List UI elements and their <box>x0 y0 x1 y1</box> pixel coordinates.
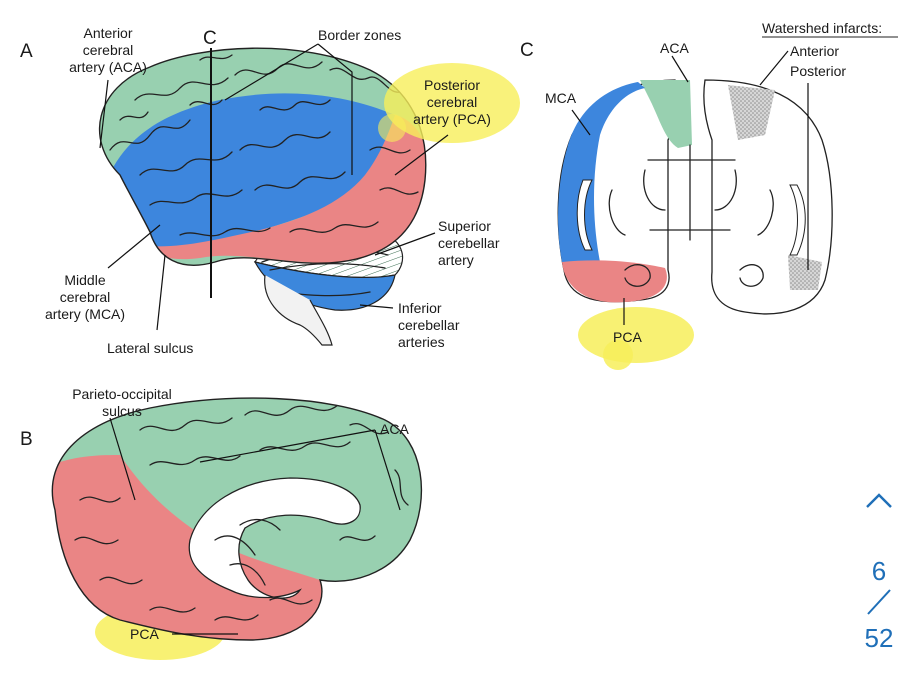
pca-territory-lateral <box>140 115 426 263</box>
panel-c-coronal-section: C ACA MCA PCA Watershed infarcts: Anteri… <box>520 20 898 370</box>
lateral-hemisphere <box>99 48 426 266</box>
medial-hemisphere-outline <box>51 397 423 641</box>
leader-superior-cerebellar <box>374 232 436 256</box>
insular-cortex <box>608 189 774 236</box>
page-number: 6 <box>871 556 887 586</box>
page-separator <box>861 588 897 624</box>
watershed-posterior <box>788 255 822 290</box>
hemisphere-outline <box>98 47 427 266</box>
diencephalon-detail <box>214 518 281 586</box>
deep-structures <box>643 144 737 241</box>
leader-parieto-occipital <box>109 417 136 501</box>
label-aca-coronal: ACA <box>660 40 689 56</box>
label-pca-coronal: PCA <box>613 329 642 345</box>
label-watershed-posterior: Posterior <box>790 63 846 79</box>
sylvian-fissures <box>576 179 806 256</box>
leader-aca-medial <box>199 429 401 511</box>
panel-a-lateral-view: A C Bo <box>20 25 520 356</box>
pca-territory-medial <box>52 455 322 640</box>
panel-a-letter: A <box>20 41 33 62</box>
leader-aca-coronal <box>671 55 689 83</box>
label-lateral-sulcus: Lateral sulcus <box>107 340 193 356</box>
label-pca-medial: PCA <box>130 626 159 642</box>
hippocampi <box>624 264 764 287</box>
label-watershed-anterior: Anterior <box>790 43 839 59</box>
label-aca-medial: ACA <box>380 421 409 437</box>
leader-lateral-sulcus <box>156 254 166 331</box>
leader-mca-coronal <box>571 109 591 136</box>
leader-mca <box>107 224 161 269</box>
brainstem <box>264 274 333 346</box>
pca-territory-coronal <box>562 260 667 303</box>
chevron-up-icon[interactable] <box>861 486 897 517</box>
leader-pca <box>394 134 449 176</box>
pca-label-highlight-dot <box>378 114 406 142</box>
cortical-gyri <box>109 54 419 237</box>
pca-label-highlight <box>384 63 520 143</box>
mca-territory-lateral <box>100 93 410 252</box>
label-mca-coronal: MCA <box>545 90 577 106</box>
page-total: 52 <box>864 623 894 653</box>
section-line-label: C <box>203 28 217 49</box>
panel-c-letter: C <box>520 40 534 61</box>
leader-border-zones <box>224 43 353 175</box>
aca-territory-coronal <box>640 80 692 148</box>
leader-watershed-anterior <box>759 50 789 86</box>
label-watershed-title: Watershed infarcts: <box>762 20 882 36</box>
watershed-anterior <box>728 85 775 140</box>
pca-coronal-highlight-dot <box>603 340 633 370</box>
leader-aca <box>99 79 109 149</box>
panel-b-letter: B <box>20 429 33 450</box>
right-hemisphere-section <box>703 79 833 315</box>
leader-inferior-cerebellar <box>359 304 394 309</box>
corpus-callosum <box>188 477 361 599</box>
label-border-zones: Border zones <box>318 27 401 43</box>
medial-gyri <box>74 404 409 621</box>
